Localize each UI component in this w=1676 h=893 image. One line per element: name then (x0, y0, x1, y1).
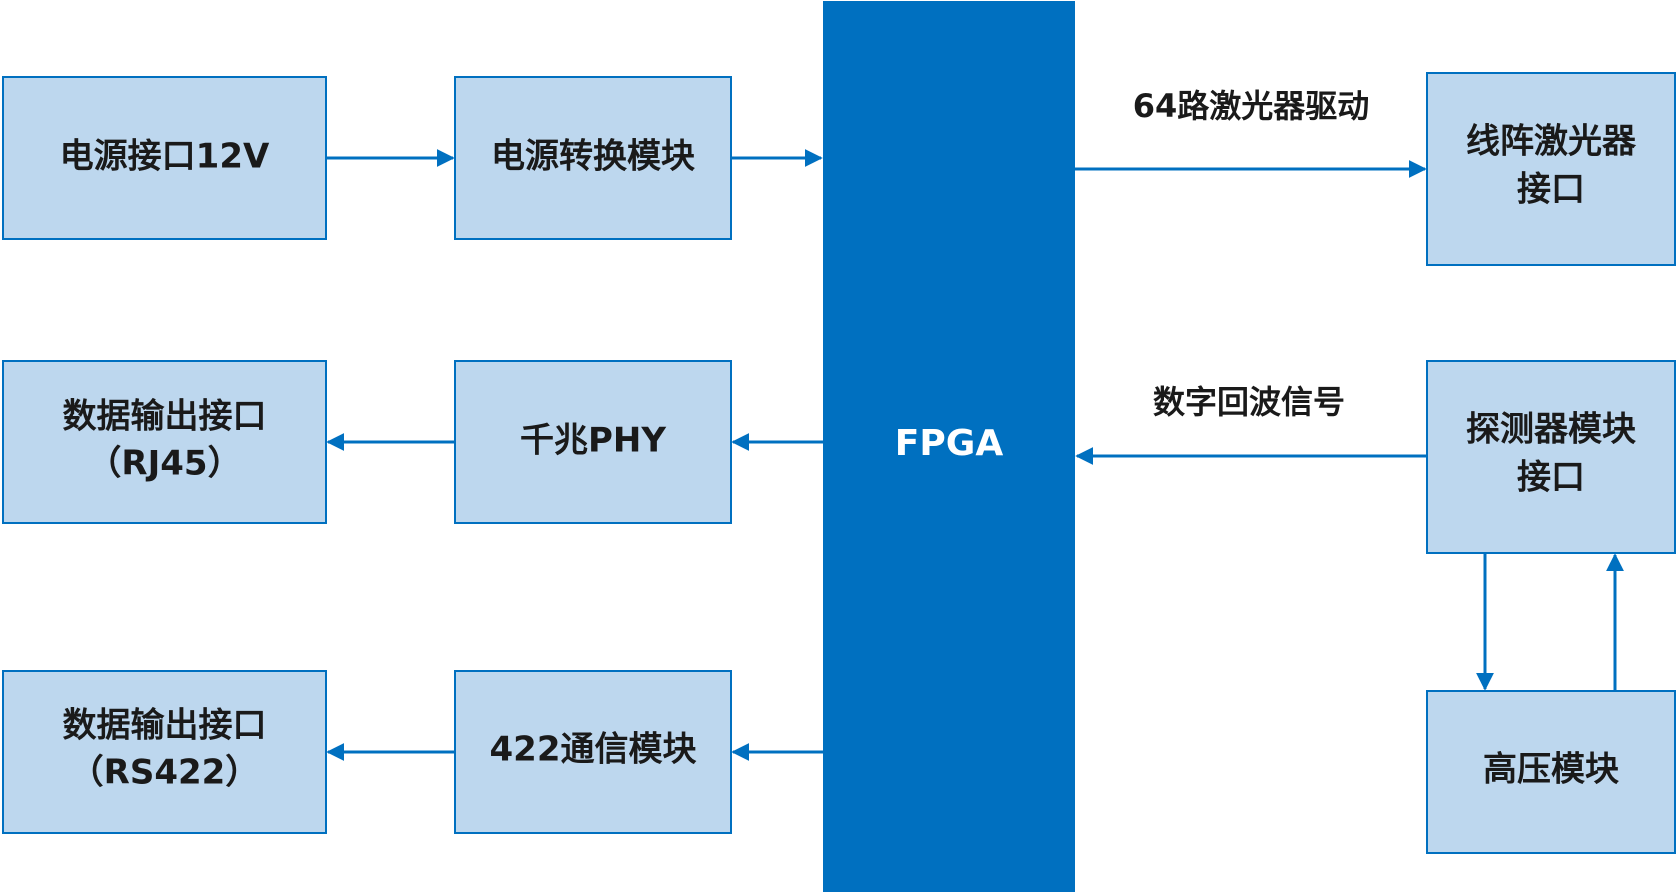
node-power-conversion-label: 电源转换模块 (491, 137, 695, 177)
node-fpga-label: FPGA (895, 423, 1004, 464)
node-high-voltage-label: 高压模块 (1483, 750, 1619, 790)
node-data-output-rs422: 数据输出接口 （RS422） (2, 670, 327, 834)
node-data-output-rj45-label-line2: （RJ45） (87, 444, 241, 484)
node-data-output-rj45-label-line1: 数据输出接口 (63, 397, 267, 437)
edge-label-laser-drive: 64路激光器驱动 (1133, 87, 1370, 125)
node-detector-label-line2: 接口 (1517, 458, 1585, 498)
node-fpga: FPGA (823, 1, 1075, 892)
node-data-output-rs422-label-line1: 数据输出接口 (63, 706, 267, 746)
node-data-output-rs422-label-line2: （RS422） (70, 753, 260, 793)
node-data-output-rj45: 数据输出接口 （RJ45） (2, 360, 327, 524)
node-gigabit-phy: 千兆PHY (454, 360, 732, 524)
node-detector-interface: 探测器模块 接口 (1426, 360, 1676, 554)
node-power-conversion: 电源转换模块 (454, 76, 732, 240)
node-line-laser-label-line1: 线阵激光器 (1466, 122, 1637, 162)
node-line-laser-interface: 线阵激光器 接口 (1426, 72, 1676, 266)
node-power-interface-label: 电源接口12V (60, 137, 270, 177)
node-line-laser-label-line2: 接口 (1517, 170, 1585, 210)
node-422-comm: 422通信模块 (454, 670, 732, 834)
node-detector-label-line1: 探测器模块 (1466, 410, 1636, 450)
node-422-comm-label: 422通信模块 (490, 730, 697, 770)
edge-label-echo-signal: 数字回波信号 (1153, 383, 1345, 421)
node-gigabit-phy-label: 千兆PHY (520, 421, 666, 461)
node-high-voltage: 高压模块 (1426, 690, 1676, 854)
node-power-interface: 电源接口12V (2, 76, 327, 240)
